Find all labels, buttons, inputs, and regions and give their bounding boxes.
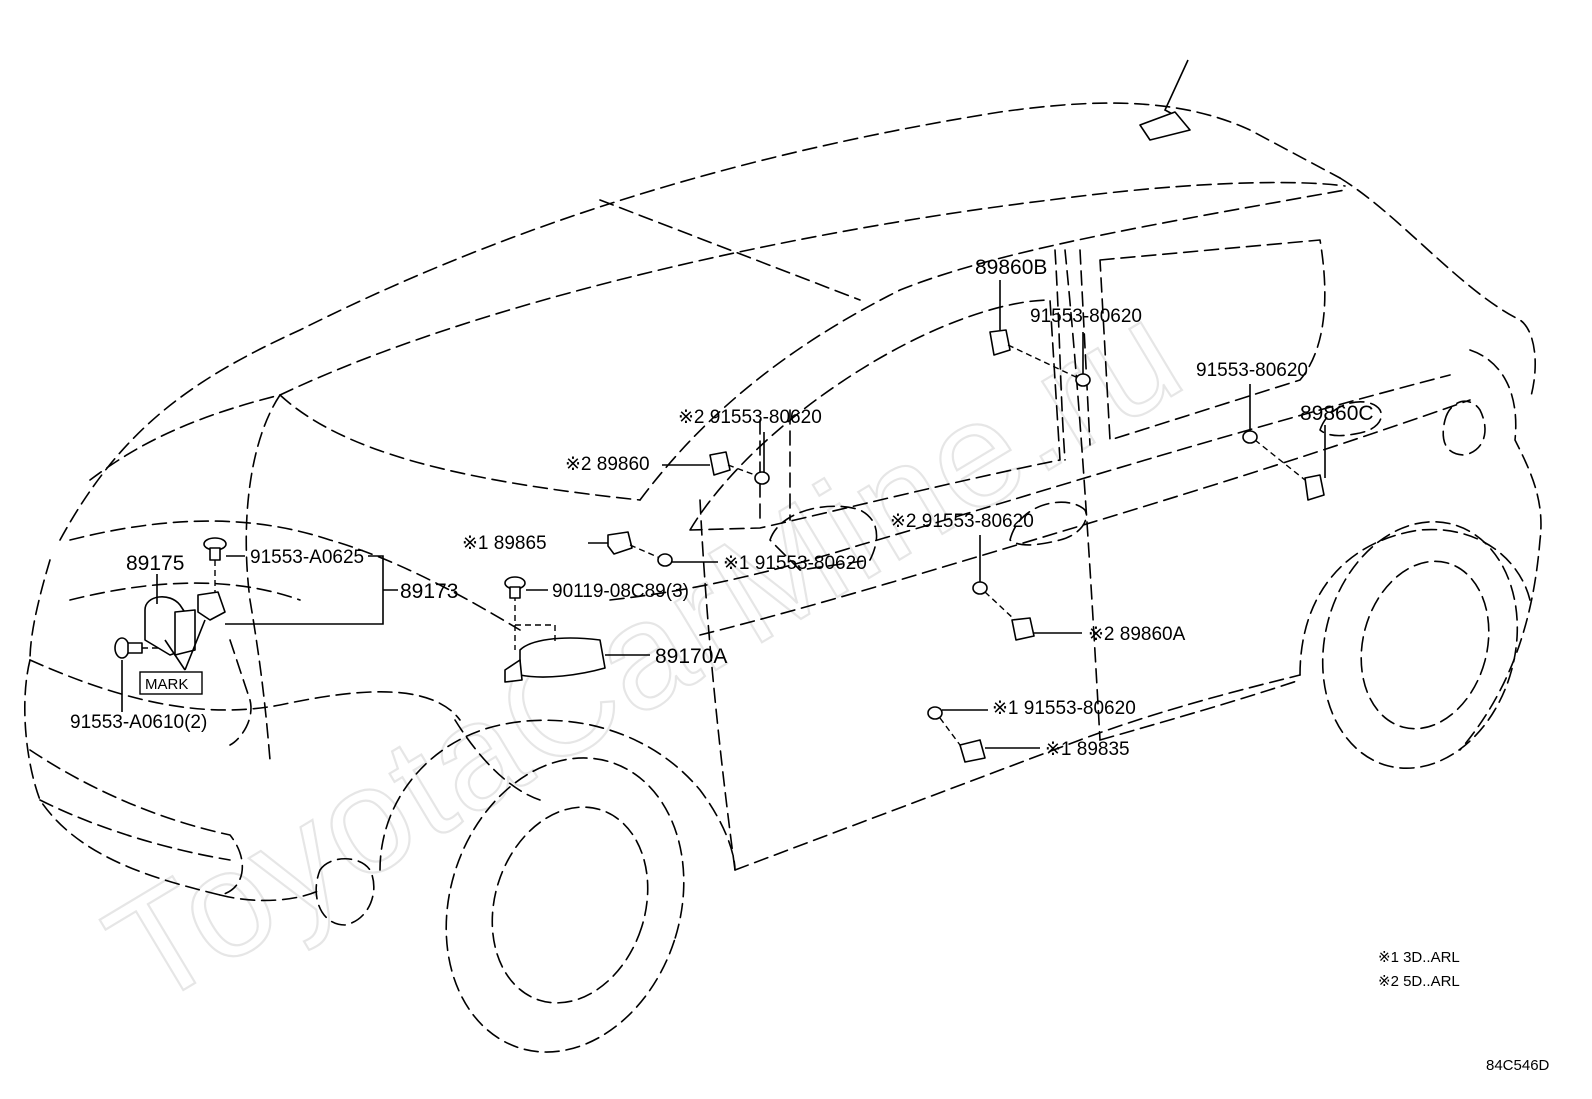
bolt-80620-d2-icon: [972, 581, 988, 595]
part-89860c-sensor: [1254, 439, 1325, 501]
label-90119-08c89: 90119-08C89(3): [552, 581, 689, 602]
label-89860b: 89860B: [975, 256, 1047, 279]
part-89173-sensor: [197, 591, 226, 621]
label-89835: ※1 89835: [1045, 739, 1130, 760]
part-89860b-sensor: [989, 329, 1079, 379]
label-89175: 89175: [126, 552, 184, 575]
label-89860a: ※2 89860A: [1088, 624, 1186, 645]
mark-label: MARK: [145, 676, 188, 693]
part-89175-bracket: [144, 596, 196, 656]
part-89860-sensor: [709, 451, 756, 476]
note-2: ※2 5D..ARL: [1378, 973, 1460, 990]
part-89860a-sensor: [984, 591, 1035, 641]
roof-antenna: [1139, 59, 1191, 141]
label-89860: ※2 89860: [565, 454, 650, 475]
legend-notes: ※1 3D..ARL ※2 5D..ARL: [1378, 949, 1460, 990]
bolt-80620-d1-icon: [927, 706, 943, 720]
label-91553-80620-b: 91553-80620: [1030, 306, 1142, 327]
label-89170a: 89170A: [655, 645, 727, 668]
label-89860c: 89860C: [1300, 402, 1374, 425]
bolt-80620-c-icon: [1242, 430, 1258, 444]
label-91553-80620-d2: ※2 91553-80620: [890, 511, 1034, 532]
note-1: ※1 3D..ARL: [1378, 949, 1460, 966]
label-91553-80620-c: 91553-80620: [1196, 360, 1308, 381]
mark-label-box: MARK: [139, 671, 203, 695]
car-body-outline: [24, 102, 1542, 1053]
leader-lines: [121, 280, 1326, 749]
part-89865-sensor: [607, 531, 661, 559]
part-89835-sensor: [939, 717, 986, 763]
watermark: ToyotaCarMine.ru: [80, 267, 1209, 1037]
part-89170a-ecu: [504, 595, 606, 683]
label-91553-80620-d1: ※1 91553-80620: [992, 698, 1136, 719]
label-89865: ※1 89865: [462, 533, 547, 554]
label-91553-a0610: 91553-A0610(2): [70, 712, 207, 733]
bolt-a0610-icon: [114, 637, 160, 659]
label-91553-80620-m2: ※2 91553-80620: [678, 407, 822, 428]
bolt-80620-b-icon: [1075, 373, 1091, 387]
bolt-a0625-icon: [203, 537, 227, 592]
bolt-80620-m1-icon: [657, 553, 673, 567]
figure-code: 84C546D: [1486, 1057, 1550, 1074]
label-91553-80620-m1: ※1 91553-80620: [723, 553, 867, 574]
part-labels: 89175 91553-A0625 89173 MARK 91553-A0610…: [70, 256, 1374, 760]
label-89173: 89173: [400, 580, 458, 603]
bolt-90119-icon: [504, 576, 526, 599]
label-91553-a0625: 91553-A0625: [250, 547, 364, 568]
bolt-80620-m2-icon: [754, 471, 770, 485]
